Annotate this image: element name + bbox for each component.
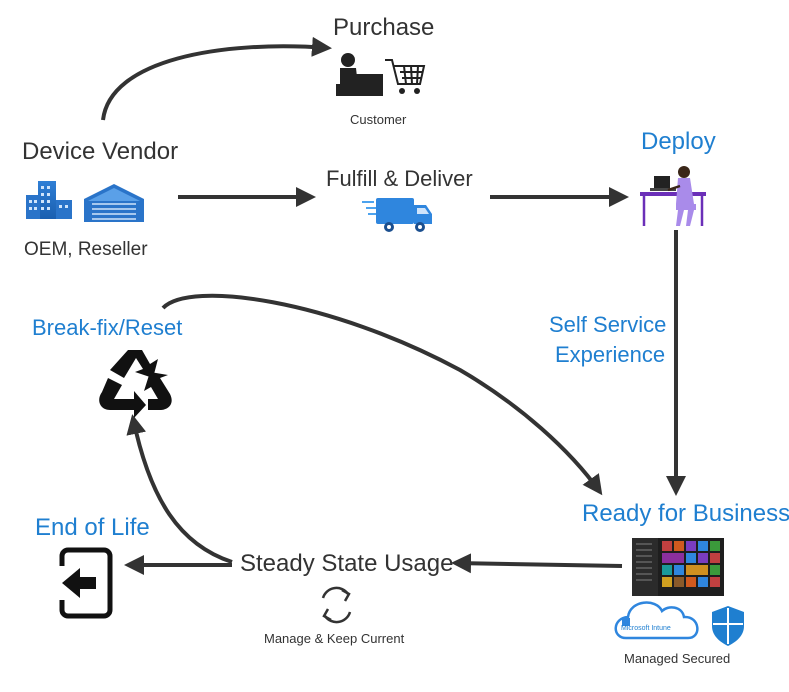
self-service-label-line2: Experience bbox=[555, 342, 666, 367]
steady-state-label: Steady State Usage bbox=[240, 550, 454, 577]
ready-for-business-label: Ready for Business bbox=[582, 500, 789, 527]
person-at-desk-icon bbox=[640, 166, 706, 226]
cloud-icon bbox=[614, 601, 699, 640]
end-of-life-label: End of Life bbox=[35, 514, 150, 541]
ready-sublabel: Managed Secured bbox=[624, 651, 731, 666]
purchase-label: Purchase bbox=[333, 14, 435, 41]
device-vendor-sublabel: OEM, Reseller bbox=[24, 239, 148, 260]
factory-building-icon bbox=[26, 181, 144, 222]
defender-shield-icon bbox=[712, 606, 744, 646]
start-menu-tiles-icon bbox=[632, 538, 724, 596]
break-fix-label: Break-fix/Reset bbox=[32, 315, 183, 340]
refresh-icon bbox=[321, 586, 352, 624]
arrow-steady-to-breakfix bbox=[126, 414, 233, 564]
shopping-cart-icon bbox=[336, 53, 426, 96]
arrow-vendor-to-purchase bbox=[101, 36, 332, 121]
deploy-label: Deploy bbox=[641, 128, 716, 155]
arrow-breakfix-to-ready bbox=[161, 293, 603, 496]
device-vendor-label: Device Vendor bbox=[22, 138, 179, 165]
fulfill-deliver-label: Fulfill & Deliver bbox=[326, 166, 473, 191]
self-service-label-line1: Self Service bbox=[549, 312, 667, 337]
exit-door-icon bbox=[55, 547, 113, 619]
steady-state-sublabel: Manage & Keep Current bbox=[264, 631, 405, 646]
purchase-sublabel: Customer bbox=[350, 112, 407, 127]
intune-label: Microsoft Intune bbox=[621, 625, 671, 632]
delivery-truck-icon bbox=[362, 198, 432, 232]
recycle-icon bbox=[99, 350, 172, 418]
arrow-ready-to-steady bbox=[451, 553, 623, 574]
